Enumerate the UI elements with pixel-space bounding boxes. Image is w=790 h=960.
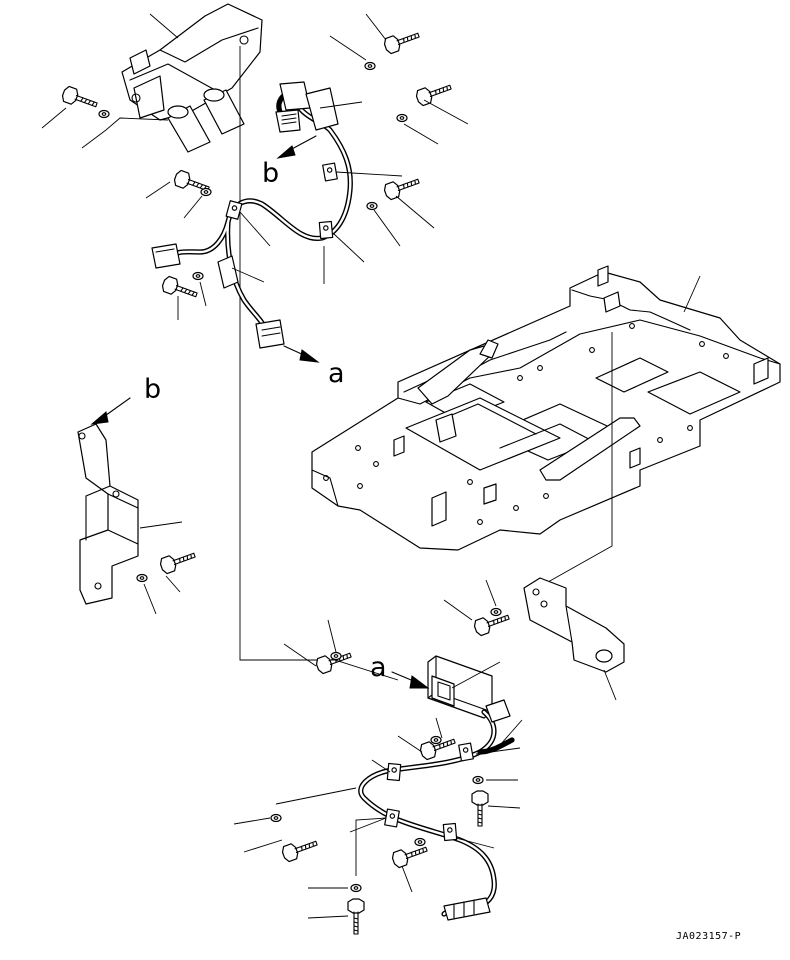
top-wire-harness: [151, 81, 353, 349]
bottom-wire-harness: [358, 699, 515, 921]
drawing-code: JA023157-P: [676, 931, 741, 942]
mounting-bracket-left: [77, 423, 139, 605]
floor-frame: [311, 265, 781, 551]
controller-unit: [427, 655, 493, 719]
view-label-a-bottom: a: [370, 652, 387, 683]
view-label-b-mid: b: [144, 374, 161, 405]
bottom-mounting-plate: [523, 577, 625, 673]
view-label-b-top: b: [262, 158, 279, 189]
view-label-a-top: a: [328, 358, 345, 389]
cover-bracket: [121, 3, 263, 153]
